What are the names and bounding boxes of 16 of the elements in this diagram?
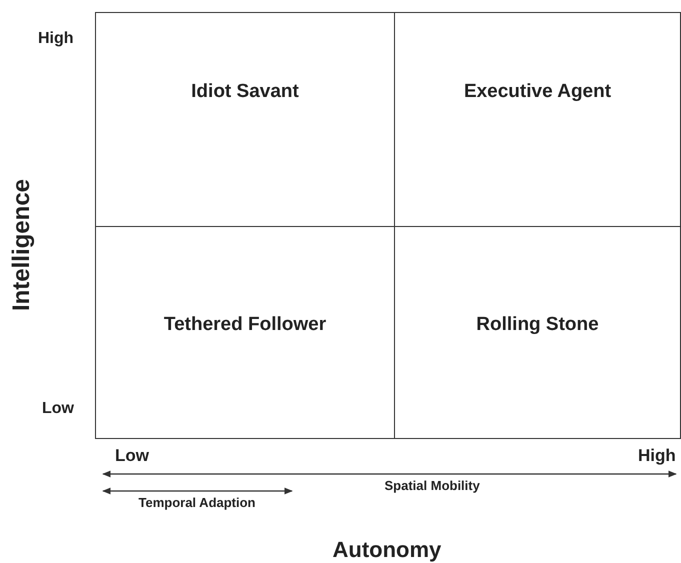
quadrant-cell <box>394 12 681 227</box>
quadrant-label: Idiot Savant <box>191 80 299 102</box>
quadrant-cell <box>95 226 395 439</box>
scale-label: Spatial Mobility <box>384 478 480 493</box>
quadrant-label: Executive Agent <box>464 80 612 102</box>
quadrant-cell <box>394 226 681 439</box>
quadrant-label: Rolling Stone <box>476 314 599 336</box>
axis-tick-label: Low <box>42 400 74 418</box>
axis-tick-label: High <box>638 446 676 466</box>
axis-tick-label: Low <box>115 446 149 466</box>
quadrant-cell <box>95 12 395 227</box>
axis-title: Intelligence <box>8 178 36 312</box>
axis-title: Autonomy <box>332 537 442 563</box>
quadrant-label: Tethered Follower <box>164 314 326 336</box>
axis-tick-label: High <box>38 30 74 48</box>
scale-label: Temporal Adaption <box>138 495 256 510</box>
